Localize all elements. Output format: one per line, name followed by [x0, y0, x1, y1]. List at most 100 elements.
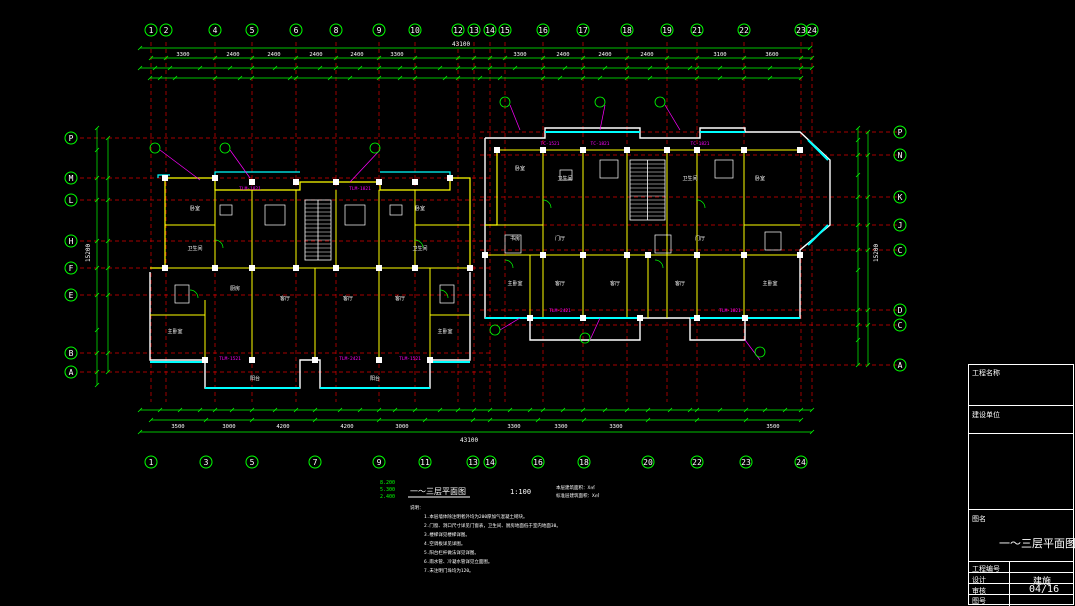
- room-label: 客厅: [343, 295, 353, 302]
- room-label: 客厅: [555, 280, 565, 287]
- dim-tick: [694, 417, 700, 423]
- dim-tick: [580, 75, 586, 81]
- axis-bubble: [893, 243, 907, 257]
- title-block: 工程名称 建设单位 图名 一～三层平面图 工程编号 设计 建施 审核 04/16…: [968, 364, 1075, 606]
- column: [212, 265, 218, 271]
- dim-tick: [249, 417, 255, 423]
- dim-tick: [855, 337, 861, 343]
- dim-tick: [105, 135, 111, 141]
- dim-tick: [442, 75, 448, 81]
- room-label: 卫生间: [557, 175, 572, 182]
- dim-tick: [624, 65, 630, 71]
- room-label: 主卧室: [762, 280, 777, 287]
- dim-text: 3500: [171, 424, 184, 430]
- dim-tick: [333, 65, 339, 71]
- dim-tick: [347, 75, 353, 81]
- dim-tick: [717, 65, 723, 71]
- axis-bubble: [329, 23, 343, 37]
- floor-area-note: 本层建筑面积：X㎡: [556, 484, 595, 491]
- axis-bubble: [737, 23, 751, 37]
- dim-tick: [272, 65, 278, 71]
- axis-bubble: [690, 455, 704, 469]
- drawing-name: 一～三层平面图: [999, 537, 1075, 550]
- axis-bubble: [64, 288, 78, 302]
- dim-tick: [272, 407, 278, 413]
- dim-tick: [809, 429, 815, 435]
- room-label: 厨房: [230, 285, 240, 292]
- dim-tick: [865, 152, 871, 158]
- dim-tick: [105, 292, 111, 298]
- dim-tick: [664, 65, 670, 71]
- door-swing: [696, 199, 706, 209]
- dim-tick: [694, 65, 700, 71]
- dim-tick: [645, 407, 651, 413]
- axis-label: C: [898, 321, 903, 330]
- detail-tag: [594, 96, 606, 108]
- dim-tick: [624, 75, 630, 81]
- axis-bubble: [805, 23, 819, 37]
- axis-bubble: [893, 190, 907, 204]
- dim-tick: [157, 75, 163, 81]
- dim-tick: [337, 407, 343, 413]
- dim-tick: [94, 265, 100, 271]
- axis-bubble: [208, 23, 222, 37]
- dim-tick: [809, 55, 815, 61]
- dim-tick: [137, 45, 143, 51]
- axis-bubble: [531, 455, 545, 469]
- axis-bubble: [64, 171, 78, 185]
- note-line: 1.本层墙体除注明者外均为200厚加气混凝土砌块。: [424, 513, 528, 520]
- column: [427, 357, 433, 363]
- axis-label: 2: [164, 26, 169, 35]
- axis-bubble: [245, 23, 259, 37]
- detail-tag: [489, 324, 501, 336]
- column: [637, 315, 643, 321]
- fixture: [219, 204, 233, 216]
- fixture: [654, 234, 672, 254]
- dim-text: 3000: [395, 424, 408, 430]
- dim-tick: [94, 327, 100, 333]
- review-label: 审核: [972, 587, 986, 595]
- axis-label: 9: [377, 458, 382, 467]
- fixture: [764, 231, 782, 251]
- axis-bubble: [64, 234, 78, 248]
- axis-label: A: [898, 361, 903, 370]
- dim-text: 3600: [765, 52, 778, 58]
- dim-tick: [157, 407, 163, 413]
- dim-tick: [687, 407, 693, 413]
- room-label: 主卧室: [437, 328, 452, 335]
- axis-bubble: [893, 303, 907, 317]
- title-block-col: [1009, 561, 1010, 606]
- dim-tick: [562, 65, 568, 71]
- dim-tick: [105, 175, 111, 181]
- dim-tick: [237, 75, 243, 81]
- window-strip: [807, 139, 829, 161]
- title-block-divider: [969, 405, 1073, 406]
- fixture: [344, 204, 366, 226]
- dim-tick: [647, 65, 653, 71]
- column: [376, 179, 382, 185]
- axis-label: 7: [313, 458, 318, 467]
- axis-bubble: [893, 125, 907, 139]
- column: [249, 357, 255, 363]
- column: [624, 147, 630, 153]
- door-swing: [542, 199, 552, 209]
- fixture: [264, 204, 286, 226]
- dim-tick: [855, 247, 861, 253]
- room-labels: 卧室卫生间卧室卫生间厨房客厅客厅客厅主卧室主卧室阳台阳台卧室卫生间卫生间卧室主卧…: [167, 165, 777, 382]
- column: [741, 147, 747, 153]
- dim-text: 2400: [267, 52, 280, 58]
- note-line: 7.未注明门垛均为120。: [424, 567, 474, 574]
- detail-tag: [369, 142, 381, 154]
- dim-tick: [687, 65, 693, 71]
- door-swing: [214, 239, 224, 249]
- dim-tick: [717, 407, 723, 413]
- dim-text: 3300: [176, 52, 189, 58]
- detail-tag: [579, 332, 591, 344]
- dim-tick: [855, 172, 861, 178]
- dim-text: 2400: [350, 52, 363, 58]
- door-swing: [654, 259, 664, 269]
- leader-line: [349, 149, 381, 183]
- axis-label: L: [69, 196, 74, 205]
- axis-label: 18: [622, 26, 632, 35]
- axis-label: 3: [204, 458, 209, 467]
